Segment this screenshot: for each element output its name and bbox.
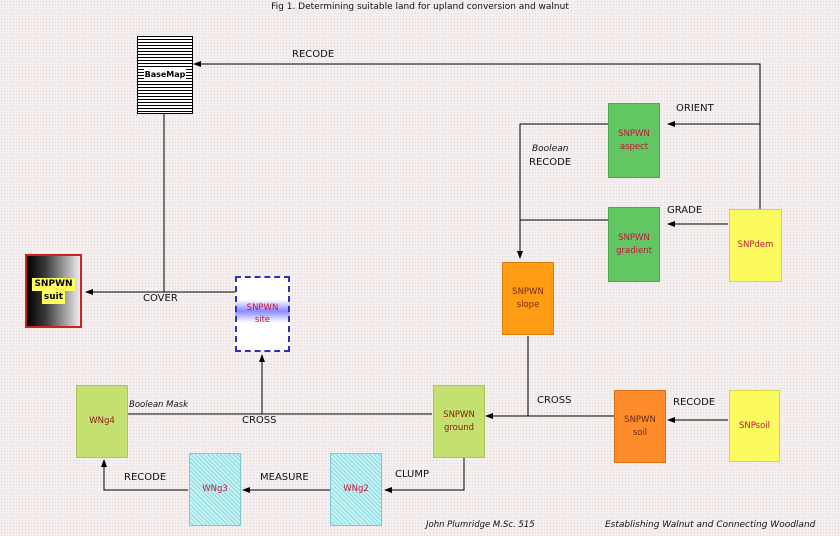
node-snpwn-suit[interactable]: SNPWN suit — [25, 254, 82, 328]
label-recode-bottom: RECODE — [124, 472, 167, 483]
edge-ground-wng2 — [384, 458, 465, 493]
node-soil-line2: soil — [632, 427, 648, 438]
edge-basemap-suit — [85, 114, 165, 295]
edge-slope-ground — [485, 336, 529, 419]
node-snpwn-soil[interactable]: SNPWN soil — [614, 390, 666, 463]
node-wng4[interactable]: WNg4 — [76, 385, 128, 458]
label-cross-right: CROSS — [537, 395, 572, 406]
node-wng2-label: WNg2 — [343, 484, 369, 495]
node-slope-line2: slope — [516, 299, 540, 310]
node-aspect-line2: aspect — [619, 141, 649, 152]
node-basemap[interactable]: BaseMap — [137, 36, 193, 114]
node-wng3-label: WNg3 — [202, 484, 228, 495]
node-snpsoil-label: SNPsoil — [738, 420, 771, 431]
node-site-line1: SNPWN — [246, 302, 279, 313]
node-snpwn-site[interactable]: SNPWN site — [235, 276, 290, 352]
node-gradient-line1: SNPWN — [618, 233, 650, 244]
node-slope-line1: SNPWN — [512, 287, 544, 298]
node-snpwn-ground[interactable]: SNPWN ground — [433, 385, 485, 458]
label-measure: MEASURE — [260, 472, 309, 483]
label-boolean-mask: Boolean Mask — [129, 400, 189, 410]
node-snpwn-gradient[interactable]: SNPWN gradient — [608, 207, 660, 282]
footer-project: Establishing Walnut and Connecting Woodl… — [605, 520, 816, 530]
node-snpdem-label: SNPdem — [737, 240, 774, 251]
node-ground-line2: ground — [443, 422, 475, 433]
node-suit-line2: suit — [41, 291, 66, 305]
label-clump: CLUMP — [395, 469, 430, 480]
node-gradient-line2: gradient — [616, 245, 652, 256]
label-boolean: Boolean — [532, 144, 569, 154]
node-wng3[interactable]: WNg3 — [189, 453, 241, 526]
node-site-line2: site — [254, 315, 271, 325]
label-recode-boolean: RECODE — [529, 157, 572, 168]
node-ground-line1: SNPWN — [443, 410, 475, 421]
edge-wng3-wng4 — [101, 459, 188, 491]
node-wng2[interactable]: WNg2 — [330, 453, 382, 526]
node-snpsoil[interactable]: SNPsoil — [729, 390, 780, 462]
label-cross-left: CROSS — [242, 415, 277, 426]
label-cover: COVER — [143, 293, 178, 304]
node-soil-line1: SNPWN — [624, 415, 656, 426]
node-snpwn-slope[interactable]: SNPWN slope — [502, 262, 554, 335]
node-basemap-label: BaseMap — [143, 69, 187, 81]
node-suit-line1: SNPWN — [32, 277, 75, 291]
node-snpwn-aspect[interactable]: SNPWN aspect — [608, 103, 660, 178]
label-orient: ORIENT — [676, 103, 714, 114]
label-recode-top: RECODE — [292, 49, 335, 60]
node-aspect-line1: SNPWN — [618, 129, 650, 140]
figure-title: Fig 1. Determining suitable land for upl… — [271, 2, 569, 12]
label-recode-soil: RECODE — [673, 397, 716, 408]
node-snpdem[interactable]: SNPdem — [729, 209, 782, 282]
footer-author: John Plumridge M.Sc. 515 — [426, 520, 535, 530]
label-grade: GRADE — [667, 205, 703, 216]
edge-aspect-slope — [517, 123, 608, 259]
edge-snpdem-basemap — [193, 61, 761, 210]
node-wng4-label: WNg4 — [89, 416, 115, 427]
